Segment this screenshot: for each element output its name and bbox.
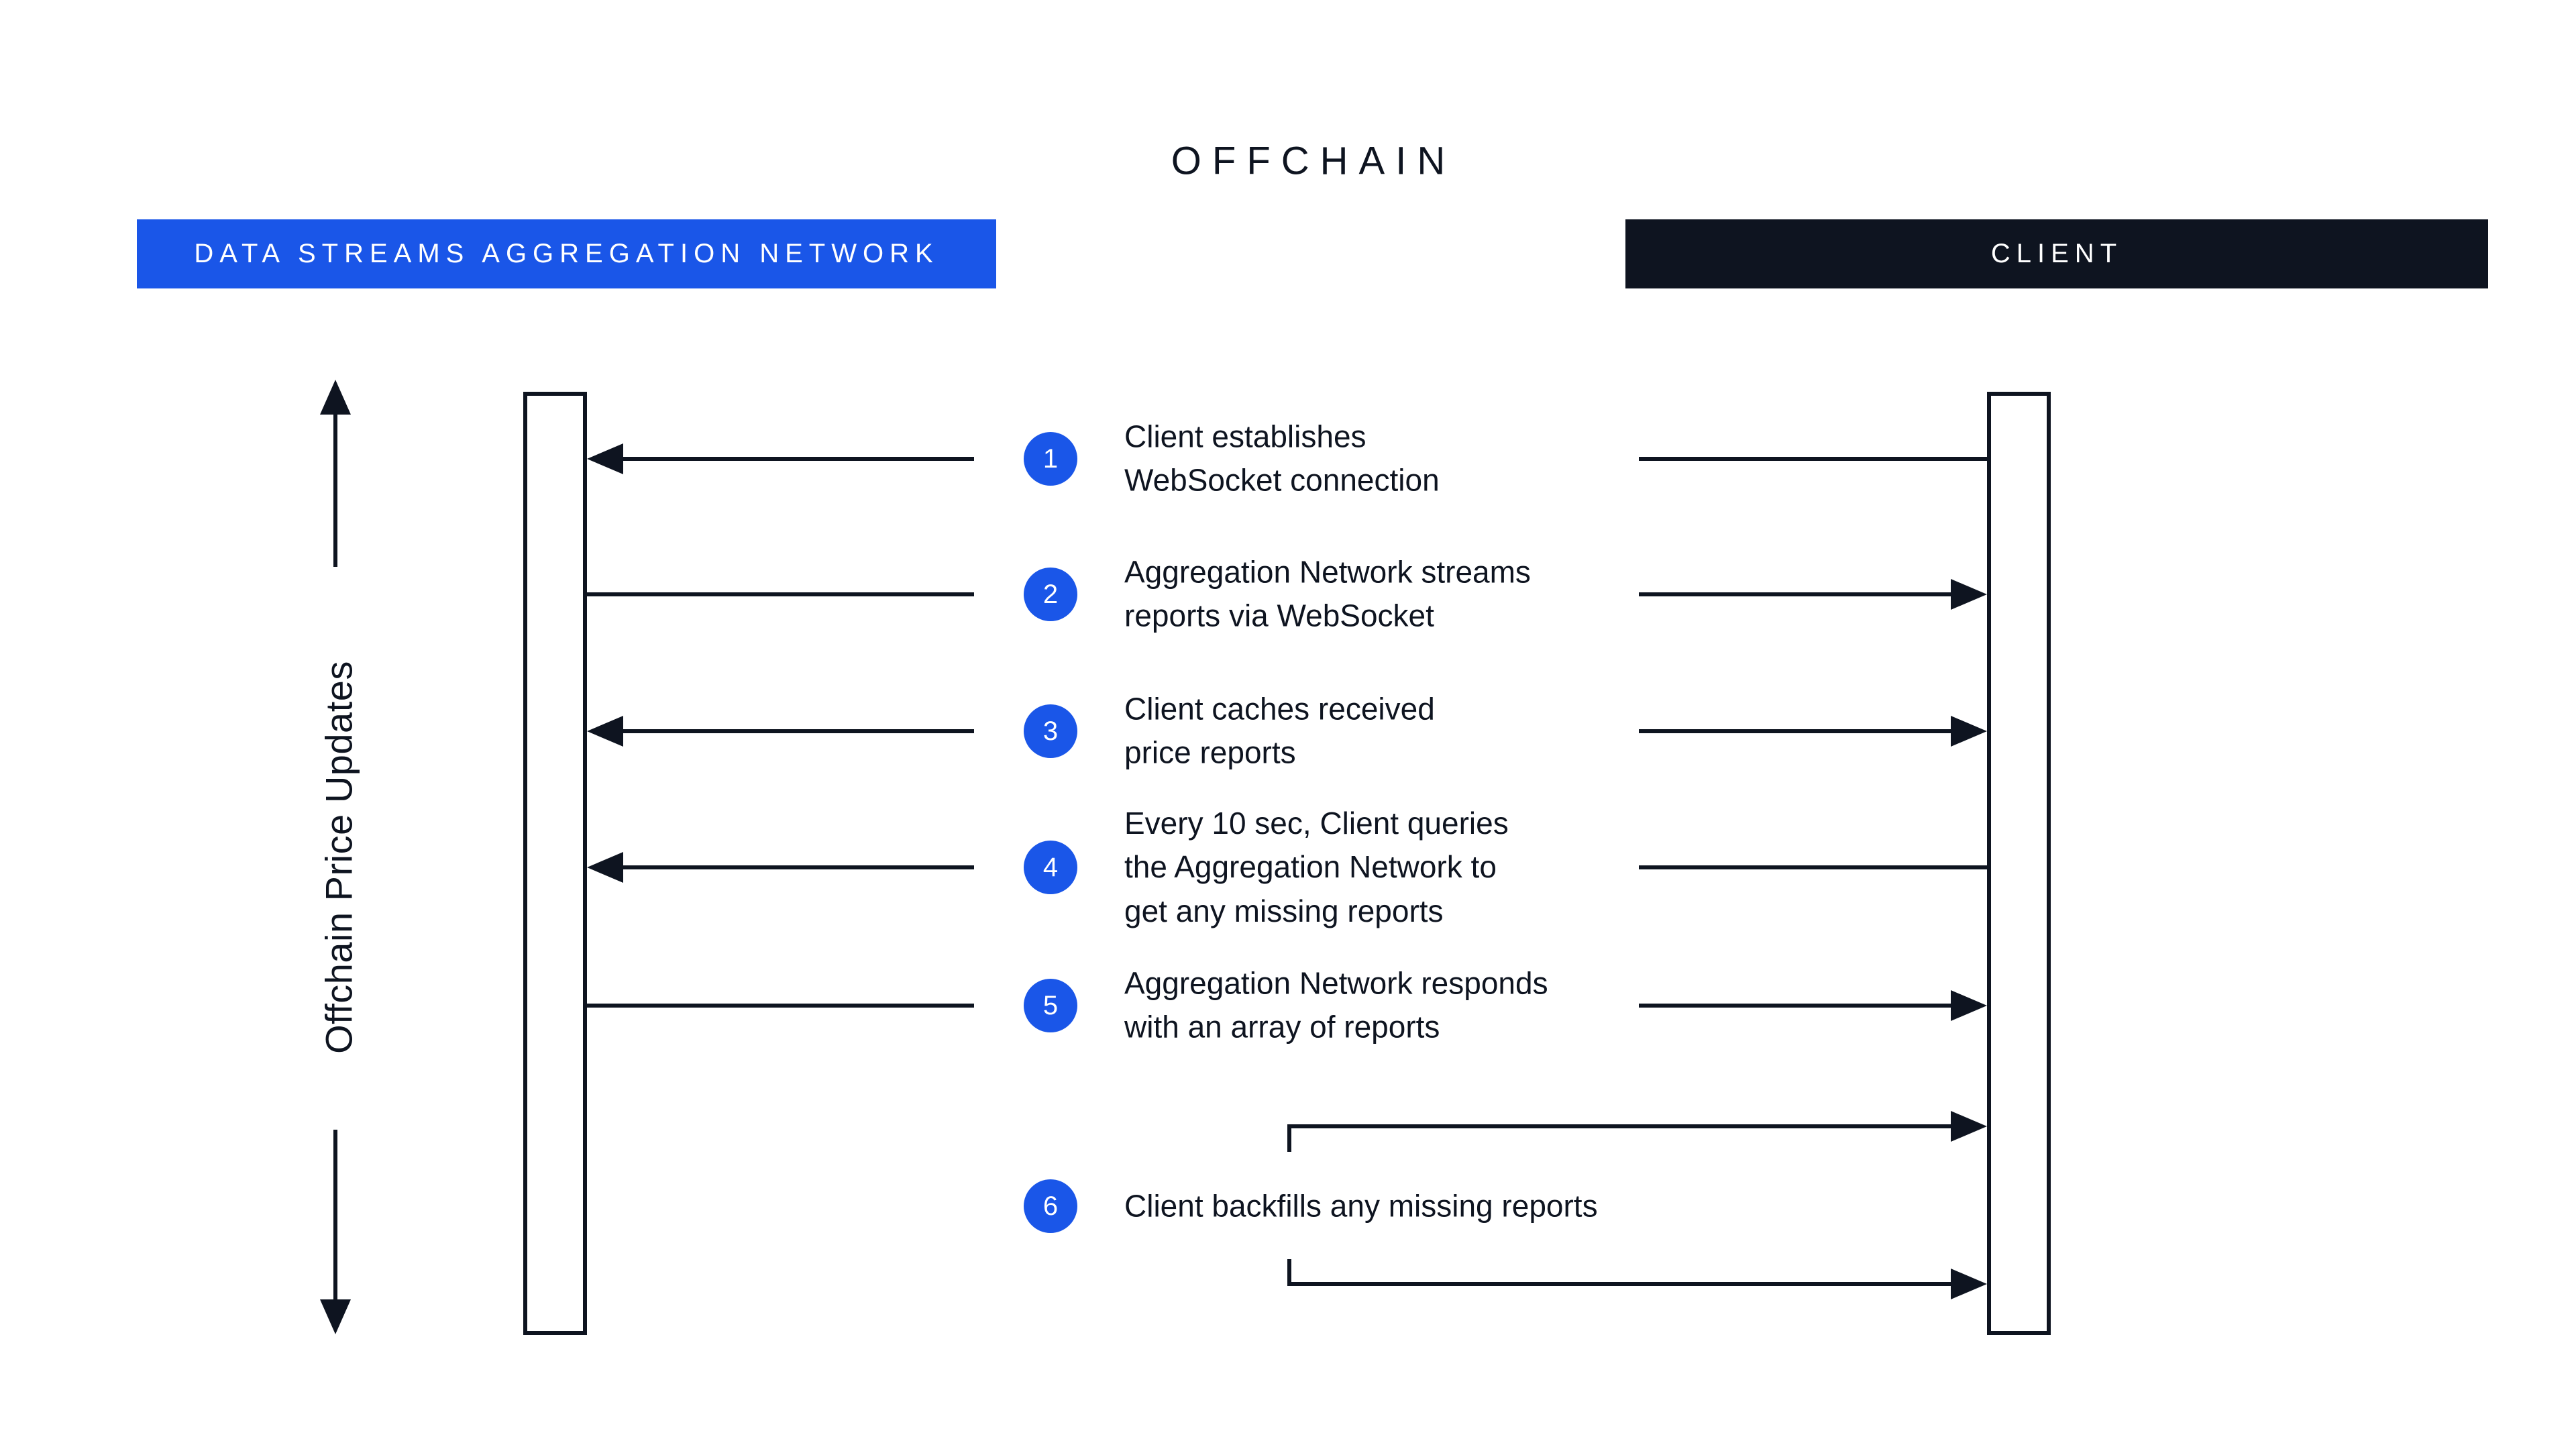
- arrow-4-left-into-network: [587, 852, 974, 883]
- step-badge-4: 4: [1024, 841, 1077, 894]
- arrow-1-left-into-network: [587, 443, 974, 474]
- step-badge-6: 6: [1024, 1179, 1077, 1233]
- lane-header-client-label: CLIENT: [1990, 239, 2123, 268]
- step-text-5: Aggregation Network responds with an arr…: [1124, 965, 1548, 1044]
- lane-header-aggregation-network-label: DATA STREAMS AGGREGATION NETWORK: [194, 239, 939, 268]
- aggregation-network-lifeline-bar: [523, 392, 587, 1335]
- step-text-2: Aggregation Network streams reports via …: [1124, 554, 1531, 633]
- step-badge-1: 1: [1024, 432, 1077, 486]
- arrow-2-right-into-client: [1639, 579, 1987, 610]
- arrow-6-top-backfill-into-client: [1287, 1111, 1987, 1152]
- step-badge-2: 2: [1024, 568, 1077, 621]
- lane-header-client: CLIENT: [1625, 219, 2488, 288]
- step-text-6: Client backfills any missing reports: [1124, 1188, 1598, 1224]
- step-text-1: Client establishes WebSocket connection: [1124, 419, 1440, 498]
- step-text-3: Client caches received price reports: [1124, 691, 1435, 770]
- step-badge-5: 5: [1024, 979, 1077, 1032]
- arrow-6-bottom-backfill-into-client: [1287, 1259, 1987, 1299]
- client-lifeline-bar: [1987, 392, 2051, 1335]
- step-text-4: Every 10 sec, Client queries the Aggrega…: [1124, 806, 1509, 928]
- price-updates-axis-arrow: [320, 380, 351, 1334]
- arrow-5-right-into-client: [1639, 990, 1987, 1021]
- arrow-3-right-into-client: [1639, 716, 1987, 747]
- diagram-title: OFFCHAIN: [1171, 139, 1456, 183]
- lane-header-aggregation-network: DATA STREAMS AGGREGATION NETWORK: [137, 219, 996, 288]
- arrow-3-left-into-network: [587, 716, 974, 747]
- step-badge-3: 3: [1024, 704, 1077, 758]
